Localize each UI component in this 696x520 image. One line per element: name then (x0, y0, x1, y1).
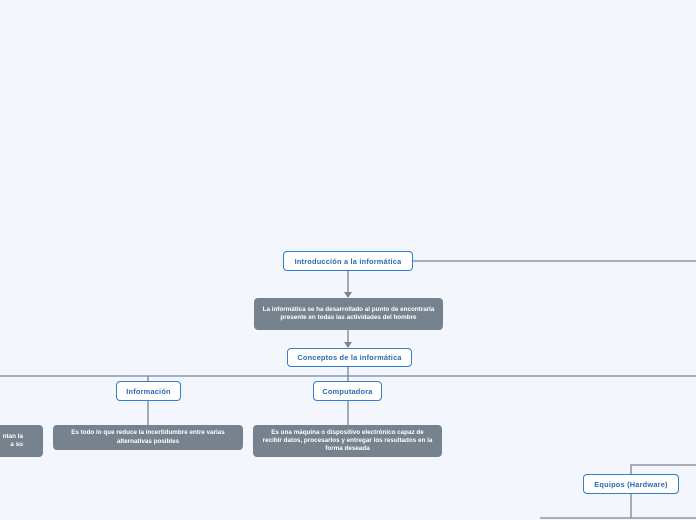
topic-computadora[interactable]: Computadora (313, 381, 382, 401)
topic-intro[interactable]: Introducción a la informática (283, 251, 413, 271)
note-intro-description[interactable]: La informática se ha desarrollado al pun… (254, 298, 443, 330)
note-intro-description-text: La informática se ha desarrollado al pun… (262, 305, 435, 321)
note-informacion-description-text: Es todo lo que reduce la incertidumbre e… (71, 429, 225, 445)
topic-concepts[interactable]: Conceptos de la informática (287, 348, 412, 367)
topic-concepts-label: Conceptos de la informática (297, 353, 402, 362)
note-left-cutoff[interactable]: ntan la a su (0, 425, 43, 457)
note-informacion-description[interactable]: Es todo lo que reduce la incertidumbre e… (53, 425, 243, 450)
topic-informacion-label: Información (126, 386, 171, 396)
arrowhead-desc-concepts (344, 342, 352, 348)
note-computadora-description[interactable]: Es una máquina o dispositivo electrónico… (253, 425, 442, 457)
arrowhead-intro-desc (344, 292, 352, 298)
topic-intro-label: Introducción a la informática (294, 256, 402, 266)
topic-hardware-label: Equipos (Hardware) (594, 479, 668, 489)
connector-hardware-top (630, 464, 696, 474)
note-left-cutoff-text: ntan la a su (2, 432, 23, 448)
note-computadora-description-text: Es una máquina o dispositivo electrónico… (262, 428, 433, 453)
topic-hardware[interactable]: Equipos (Hardware) (583, 474, 679, 494)
connector-hardware-bottom (540, 494, 696, 519)
topic-computadora-label: Computadora (322, 386, 373, 396)
topic-informacion[interactable]: Información (116, 381, 181, 401)
